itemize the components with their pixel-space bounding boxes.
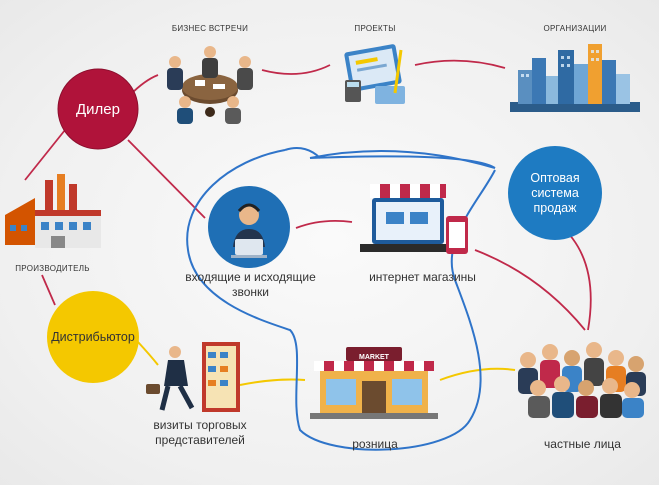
line-dealer-manufacturer (24, 129, 66, 181)
label-sales-visits: визиты торговых представителей (153, 418, 247, 447)
wholesale-circle (508, 146, 602, 240)
line-visits-retail (239, 378, 306, 386)
blue-loop-outline (186, 149, 496, 451)
label-online-shops: интернет магазины (369, 270, 476, 284)
line-meetings-projects (261, 64, 331, 75)
line-calls-shop (295, 219, 353, 229)
label-manufacturer: ПРОИЗВОДИТЕЛЬ (15, 264, 90, 273)
distributor-circle (47, 291, 139, 383)
online-shop-illustration (360, 184, 468, 254)
manufacturer-illustration (5, 174, 101, 248)
distributor-label: Дистрибьютор (51, 330, 135, 344)
private-persons-illustration (518, 342, 646, 418)
line-shop-private (474, 249, 586, 331)
sales-visit-illustration (146, 342, 240, 412)
projects-illustration (344, 44, 405, 104)
line-manufacturer-distributor (41, 274, 56, 306)
dealer-circle (57, 68, 139, 150)
calls-operator-illustration (208, 186, 290, 268)
line-retail-private (439, 367, 516, 381)
label-organizations: ОРГАНИЗАЦИИ (543, 24, 607, 33)
line-dealer-calls (127, 139, 206, 219)
label-calls: входящие и исходящие звонки (185, 270, 316, 299)
organizations-illustration (510, 44, 640, 112)
label-projects: ПРОЕКТЫ (354, 24, 396, 33)
label-business-meetings: БИЗНЕС ВСТРЕЧИ (171, 24, 249, 33)
retail-store-illustration (310, 347, 438, 419)
wholesale-label: Оптовая система продаж (530, 170, 580, 215)
label-retail: розница (352, 437, 398, 451)
market-sign: MARKET (359, 354, 389, 361)
line-projects-organizations (414, 59, 506, 69)
line-distributor-visits (137, 341, 159, 366)
blue-loop-top (309, 150, 496, 169)
label-private-persons: частные лица (544, 437, 621, 451)
business-meeting-illustration (167, 46, 253, 124)
dealer-label: Дилер (76, 100, 120, 118)
